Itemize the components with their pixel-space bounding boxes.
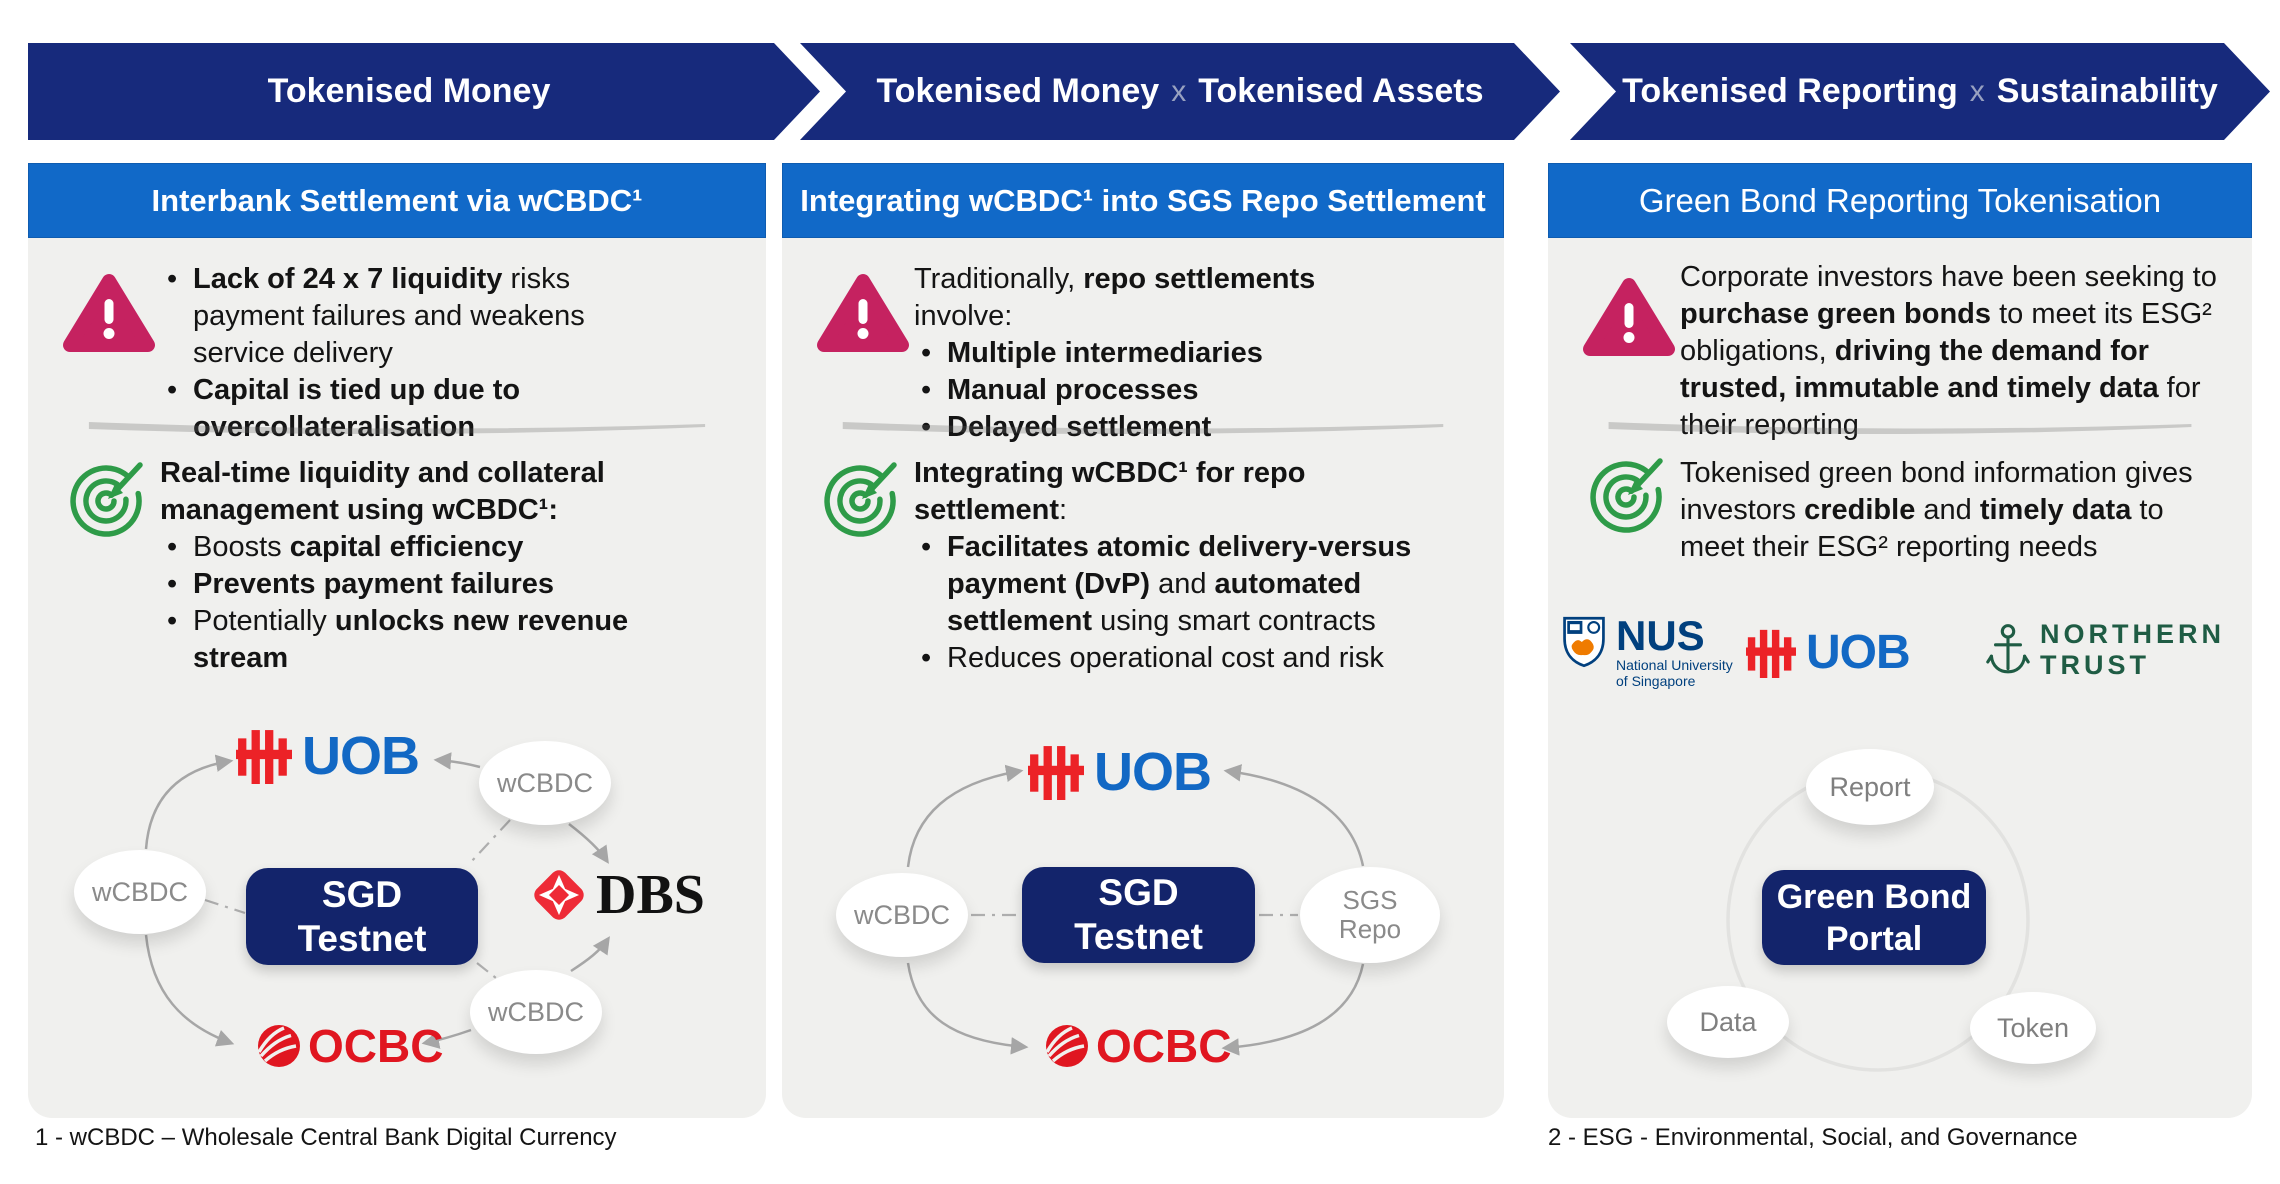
list-item: Lack of 24 x 7 liquidity risks payment f… — [160, 261, 670, 372]
panel-green-bond-tokenisation: Green Bond Reporting Tokenisation Corpor… — [1548, 163, 2252, 1118]
nus-shield-icon — [1563, 616, 1605, 668]
panel-title: Green Bond Reporting Tokenisation — [1548, 163, 2252, 238]
solution-block: Real-time liquidity and collateral manag… — [160, 455, 690, 677]
node-wcbdc-top-right: wCBDC — [479, 741, 611, 825]
banner-label-post: Tokenised Assets — [1198, 72, 1484, 110]
uob-logo: UOB — [1746, 625, 1911, 680]
banner-separator: x — [1969, 74, 1985, 108]
node-data: Data — [1667, 986, 1789, 1058]
warning-icon — [63, 274, 155, 352]
uob-logo: UOB — [1028, 741, 1212, 803]
problem-list: Lack of 24 x 7 liquidity risks payment f… — [160, 261, 670, 446]
anchor-icon — [1986, 624, 2030, 674]
banner-tokenised-reporting-x-sustainability: Tokenised Reporting x Sustainability — [1570, 43, 2270, 140]
solution-title: Integrating wCBDC¹ for repo settlement: — [914, 457, 1306, 526]
dbs-logo: DBS — [530, 863, 705, 927]
problem-paragraph: Corporate investors have been seeking to… — [1680, 261, 2217, 441]
ocbc-wordmark: OCBC — [308, 1020, 444, 1072]
section-divider — [1608, 422, 2192, 435]
ocbc-mark-icon — [257, 1025, 300, 1067]
ocbc-wordmark: OCBC — [1096, 1020, 1232, 1072]
node-token: Token — [1970, 992, 2096, 1064]
uob-logo: UOB — [236, 725, 420, 787]
warning-icon — [817, 274, 909, 352]
uob-wordmark: UOB — [1094, 742, 1212, 802]
list-item: Capital is tied up due to overcollateral… — [160, 372, 670, 446]
solution-paragraph: Tokenised green bond information gives i… — [1680, 457, 2193, 563]
list-item: Multiple intermediaries — [914, 335, 1414, 372]
banner-separator: x — [1171, 74, 1187, 108]
node-sgd-testnet: SGD Testnet — [246, 868, 478, 965]
warning-icon — [1583, 278, 1675, 356]
dbs-wordmark: DBS — [596, 864, 705, 926]
uob-mark-icon — [1028, 746, 1084, 800]
panel-title: Interbank Settlement via wCBDC¹ — [28, 163, 766, 238]
list-item: Prevents payment failures — [160, 566, 690, 603]
node-green-bond-portal: Green Bond Portal — [1762, 870, 1986, 965]
ocbc-mark-icon — [1045, 1025, 1088, 1067]
list-item: Boosts capital efficiency — [160, 529, 690, 566]
banner-label-pre: Tokenised Money — [876, 72, 1160, 110]
nus-wordmark: NUS — [1616, 612, 1705, 659]
banner-label-post: Sustainability — [1996, 72, 2218, 110]
uob-wordmark: UOB — [1806, 626, 1911, 679]
node-wcbdc-left: wCBDC — [836, 873, 968, 957]
banner-tokenised-money-x-assets: Tokenised Money x Tokenised Assets — [800, 43, 1560, 140]
node-sgd-testnet: SGD Testnet — [1022, 867, 1255, 963]
panel-title: Integrating wCBDC¹ into SGS Repo Settlem… — [782, 163, 1504, 238]
target-icon — [824, 462, 897, 537]
list-item: Potentially unlocks new revenue stream — [160, 603, 690, 677]
list-item: Delayed settlement — [914, 409, 1414, 446]
footnote-wcbdc: 1 - wCBDC – Wholesale Central Bank Digit… — [35, 1124, 617, 1151]
panel-sgs-repo-settlement: Integrating wCBDC¹ into SGS Repo Settlem… — [782, 163, 1504, 1118]
section-divider — [88, 422, 706, 435]
banner-label: Tokenised Money — [267, 72, 551, 110]
uob-wordmark: UOB — [302, 726, 420, 786]
section-divider — [842, 422, 1444, 435]
list-item: Manual processes — [914, 372, 1414, 409]
node-report: Report — [1806, 749, 1934, 825]
uob-mark-icon — [236, 730, 292, 784]
target-icon — [70, 462, 143, 537]
solution-list: Facilitates atomic delivery-versus payme… — [914, 529, 1459, 677]
node-sgs-repo: SGS Repo — [1300, 867, 1440, 963]
solution-title: Real-time liquidity and collateral manag… — [160, 457, 605, 526]
node-wcbdc-left: wCBDC — [74, 850, 206, 934]
list-item: Reduces operational cost and risk — [914, 640, 1459, 677]
banner-tokenised-money: Tokenised Money — [28, 43, 820, 140]
problem-list: Multiple intermediaries Manual processes… — [914, 335, 1414, 446]
ocbc-logo: OCBC — [1040, 1019, 1231, 1073]
problem-intro: Traditionally, repo settlements involve: — [914, 263, 1316, 332]
list-item: Facilitates atomic delivery-versus payme… — [914, 529, 1459, 640]
banner-label-pre: Tokenised Reporting — [1622, 72, 1958, 110]
ocbc-logo: OCBC — [252, 1019, 443, 1073]
problem-block: Traditionally, repo settlements involve:… — [914, 261, 1414, 446]
solution-list: Boosts capital efficiency Prevents payme… — [160, 529, 690, 677]
nus-logo: NUS National University of Singapore — [1560, 615, 1733, 689]
northern-trust-logo: NORTHERN TRUST — [1986, 619, 2225, 681]
dbs-mark-icon — [534, 870, 584, 920]
node-wcbdc-bottom-right: wCBDC — [470, 970, 602, 1054]
panel-interbank-settlement: Interbank Settlement via wCBDC¹ Lack of … — [28, 163, 766, 1118]
target-icon — [1590, 458, 1663, 533]
footnote-esg: 2 - ESG - Environmental, Social, and Gov… — [1548, 1124, 2078, 1151]
uob-mark-icon — [1746, 629, 1796, 678]
solution-block: Integrating wCBDC¹ for repo settlement: … — [914, 455, 1459, 677]
